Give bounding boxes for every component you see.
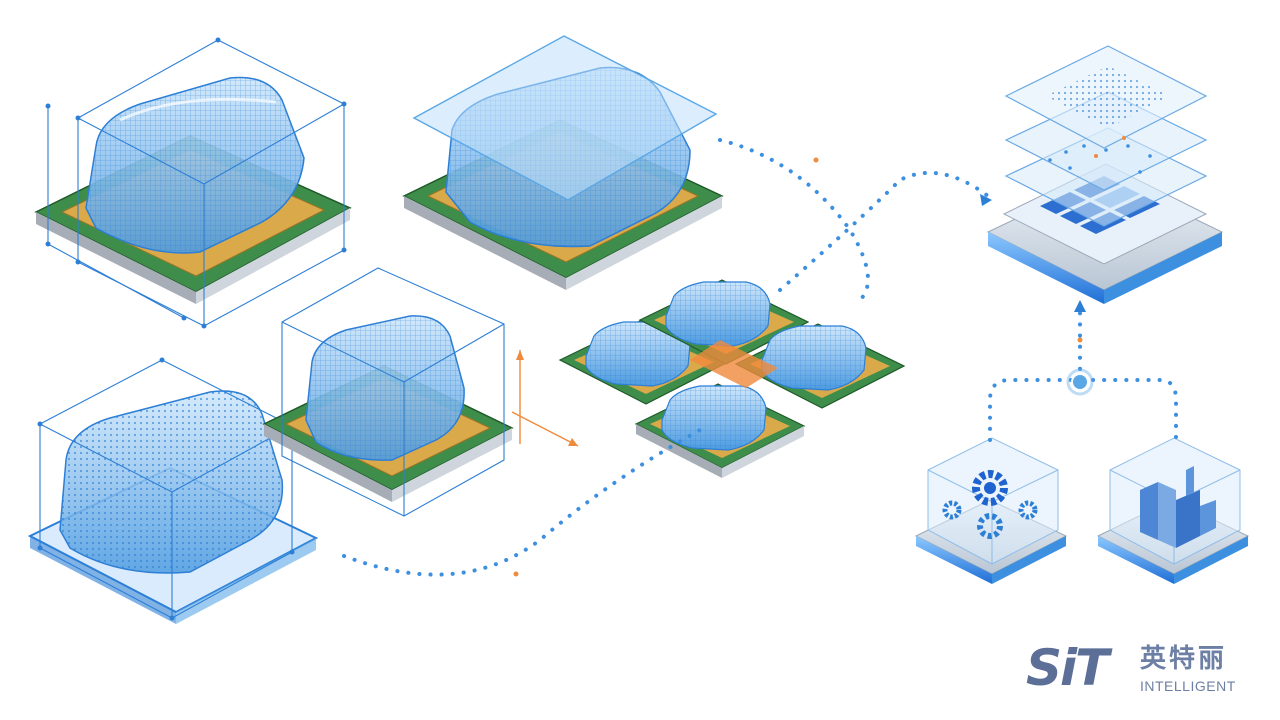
company-logo: SiT 英特丽 INTELLIGENT <box>1026 640 1266 704</box>
encapsulated-chip-4 <box>262 267 579 517</box>
connector-arrowhead <box>980 194 992 206</box>
logo-chinese-name: 英特丽 <box>1140 644 1228 674</box>
logo-brand-mark: SiT <box>1026 639 1109 697</box>
encapsulated-chip-3 <box>27 357 319 624</box>
connector-accent-dots <box>513 157 1083 577</box>
encapsulated-chip-1 <box>34 37 352 329</box>
logo-english-name: INTELLIGENT <box>1140 678 1236 694</box>
gears-cube <box>914 437 1068 584</box>
chip-array-2x2 <box>558 279 906 478</box>
factory-cube <box>1096 437 1250 584</box>
layered-data-stack <box>986 45 1224 304</box>
connector-dotted-paths <box>342 138 1178 577</box>
factory-icon <box>1140 466 1216 548</box>
connector-arrowhead <box>1074 300 1086 312</box>
connector-hub-node <box>1066 368 1094 396</box>
encapsulated-chip-2 <box>402 35 724 290</box>
gears-icon <box>942 470 1038 539</box>
